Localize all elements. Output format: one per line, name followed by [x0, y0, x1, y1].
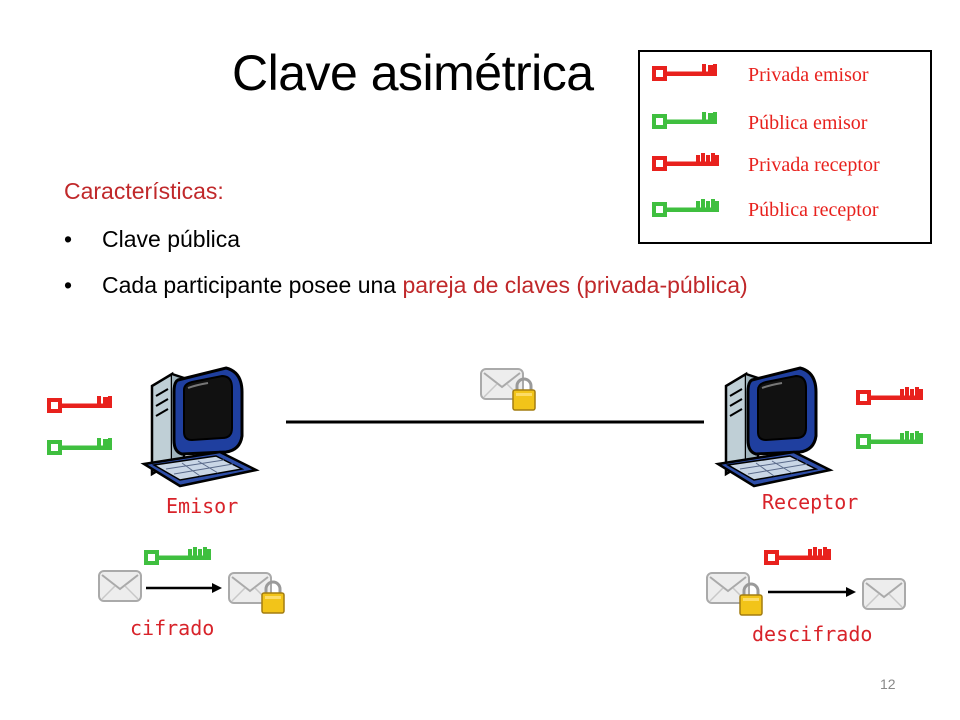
legend-key-privada-emisor-icon	[652, 62, 719, 81]
bullet-list: Clave pública Cada participante posee un…	[64, 222, 834, 314]
decrypt-label: descifrado	[752, 622, 873, 646]
bullet-text: Clave pública	[102, 226, 241, 252]
legend-label-publica-receptor: Pública receptor	[748, 199, 879, 221]
bullet-key-pair: Cada participante posee una pareja de cl…	[64, 268, 834, 303]
encrypt-plain-envelope-icon	[98, 570, 142, 602]
key-legend: Privada emisor Pública emisor Privada re…	[638, 50, 932, 244]
legend-label-privada-receptor: Privada receptor	[748, 154, 880, 176]
legend-key-publica-emisor-icon	[652, 110, 719, 129]
encrypt-key-icon	[144, 545, 213, 565]
encrypt-result-padlock-icon	[260, 580, 286, 615]
receiver-public-key-icon	[856, 429, 925, 449]
sender-public-key-icon	[47, 436, 114, 455]
legend-key-publica-receptor-icon	[652, 197, 721, 217]
decrypt-key-icon	[764, 545, 833, 565]
receiver-private-key-icon	[856, 385, 925, 405]
sender-label: Emisor	[166, 494, 239, 518]
sender-computer-icon	[142, 366, 258, 488]
bullet-public-key: Clave pública	[64, 222, 834, 257]
bullet-text: Cada participante posee una	[102, 272, 403, 298]
legend-label-publica-emisor: Pública emisor	[748, 112, 868, 134]
bullet-highlight: pareja de claves (privada-pública)	[402, 272, 748, 298]
receiver-label: Receptor	[762, 490, 859, 514]
legend-key-privada-receptor-icon	[652, 151, 721, 171]
decrypt-padlock-icon	[738, 582, 764, 617]
decrypt-arrowhead	[846, 587, 856, 597]
slide-title: Clave asimétrica	[232, 45, 594, 101]
sender-private-key-icon	[47, 394, 114, 413]
encrypt-arrowhead	[212, 583, 222, 593]
characteristics-heading: Características:	[64, 178, 224, 204]
decrypt-result-envelope-icon	[862, 578, 906, 610]
receiver-computer-icon	[716, 366, 832, 488]
encrypt-label: cifrado	[130, 616, 215, 640]
legend-label-privada-emisor: Privada emisor	[748, 64, 869, 86]
page-number: 12	[880, 676, 896, 692]
